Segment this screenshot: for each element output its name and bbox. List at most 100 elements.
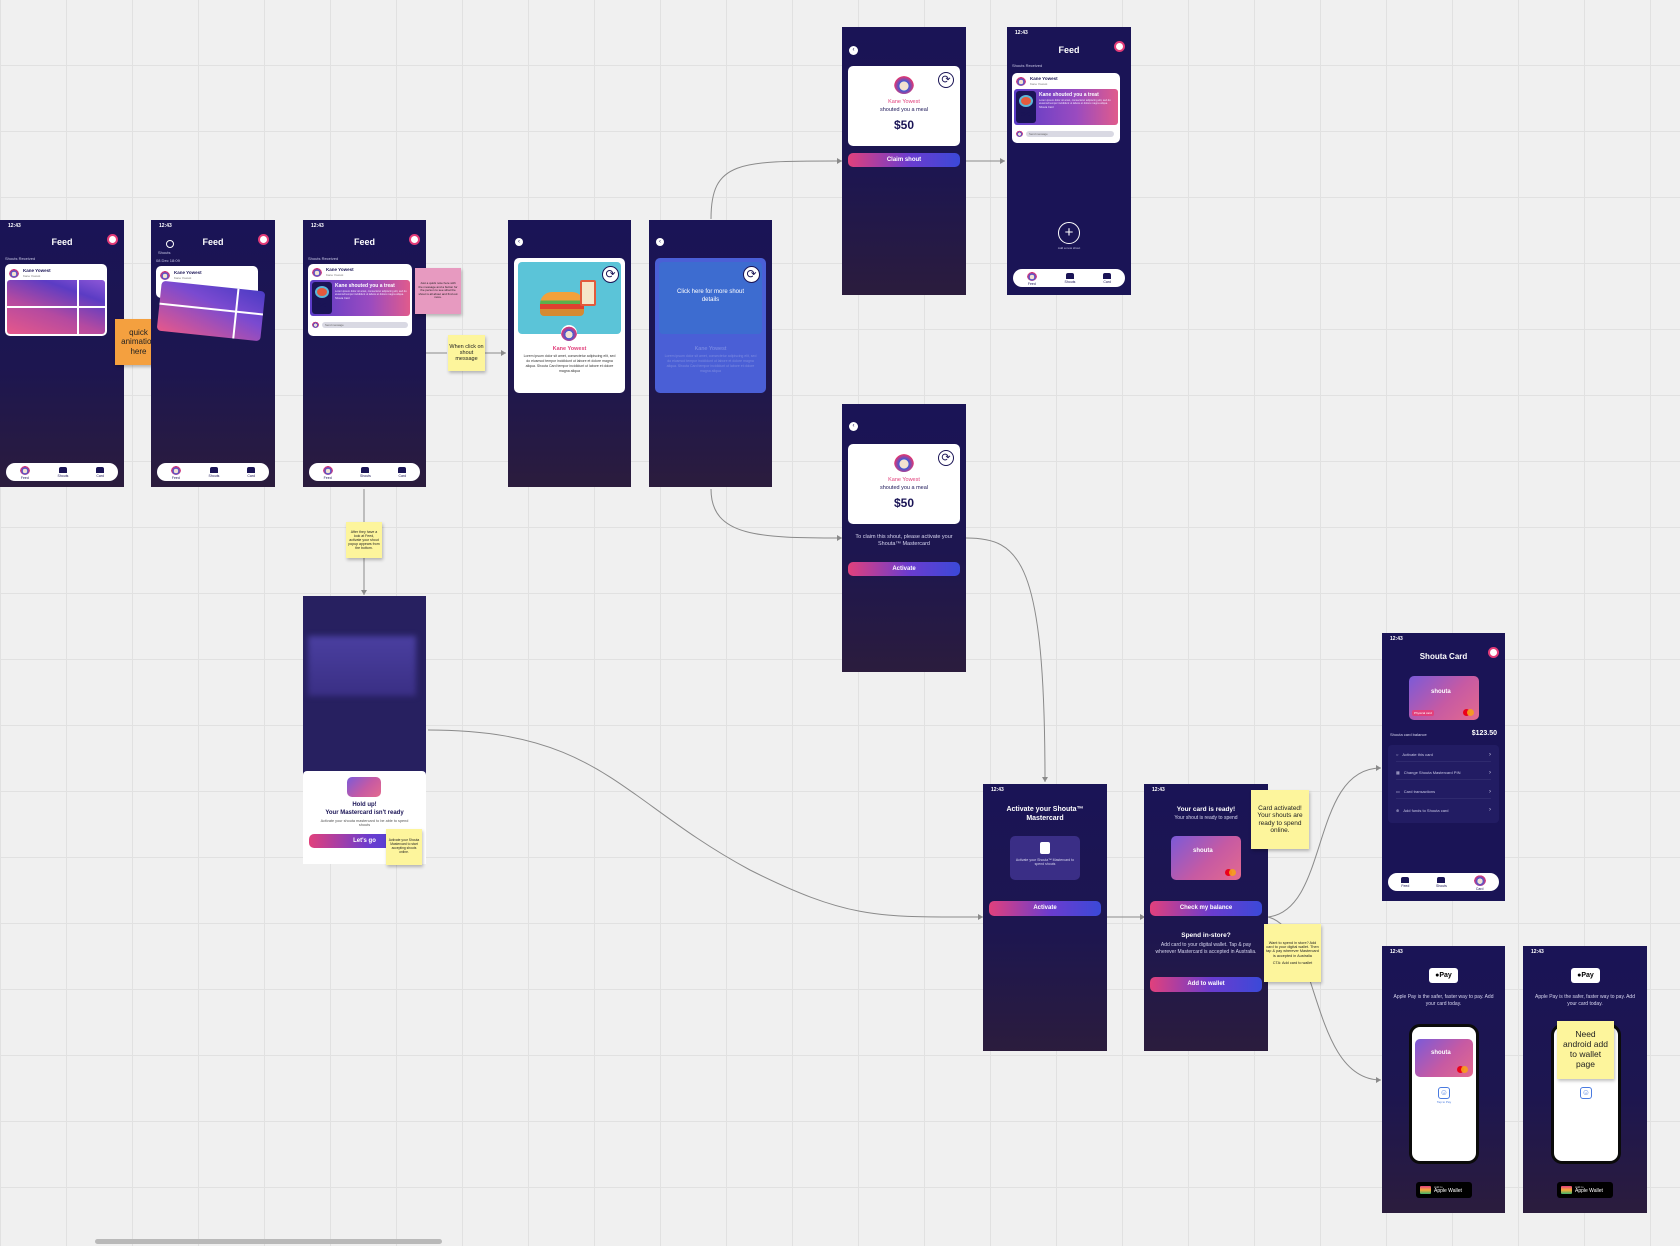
nav-feed[interactable]: Feed — [1027, 271, 1037, 286]
nav-shouts[interactable]: Shouts — [58, 467, 69, 478]
back-icon[interactable]: ‹ — [849, 422, 858, 431]
card-logo: shouta — [1431, 1050, 1451, 1056]
nav-feed[interactable]: Feed — [20, 465, 30, 480]
shout-message-banner[interactable]: $20 Kane shouted you a treat Lorem ipsum… — [1014, 89, 1118, 125]
blurred-feed — [308, 636, 416, 696]
nav-card-label: Card — [96, 474, 104, 478]
nav-card[interactable]: Card — [1474, 874, 1486, 891]
feed-subtitle: Shouts Received — [5, 256, 35, 261]
sticky-card-activated[interactable]: Card activated! Your shouts are ready to… — [1251, 790, 1309, 849]
camera-icon[interactable] — [107, 234, 118, 245]
claim-amount: $50 — [848, 118, 960, 132]
sticky-need-android[interactable]: Need android add to wallet page — [1557, 1021, 1614, 1079]
menu-item-activate[interactable]: ○Activate this card› — [1396, 748, 1491, 762]
menu-label: Add funds to Shouta card — [1403, 808, 1448, 813]
camera-icon[interactable] — [409, 234, 420, 245]
screen-feed-gift: 12:43 Feed Shouts Received Kane Yowest K… — [0, 220, 124, 487]
menu-item-pin[interactable]: ▦Change Shouta Mastercard PIN› — [1396, 766, 1491, 780]
card-icon — [96, 467, 104, 473]
nav-feed-label: Feed — [1401, 884, 1409, 888]
add-to-wallet-button[interactable]: Add to wallet — [1150, 977, 1262, 992]
shout-message-banner[interactable]: $20 Kane shouted you a treat Lorem ipsum… — [310, 280, 410, 316]
activate-button[interactable]: Activate — [989, 901, 1101, 916]
shout-info-icon — [166, 240, 174, 248]
feed-card[interactable]: Kane Yowest Kane Yowest $20 Kane shouted… — [1012, 73, 1120, 143]
apple-pay-label: Pay — [1581, 972, 1593, 979]
reply-avatar — [312, 321, 319, 328]
nav-feed[interactable]: Feed — [323, 465, 333, 480]
camera-icon[interactable] — [1488, 647, 1499, 658]
claim-text: shouted you a meal — [848, 107, 960, 113]
screen-title: Shouta Card — [1382, 652, 1505, 661]
nav-shouts[interactable]: Shouts — [1436, 877, 1447, 888]
check-balance-button[interactable]: Check my balance — [1150, 901, 1262, 916]
nav-card[interactable]: Card — [247, 467, 255, 478]
refresh-icon[interactable]: ⟳ — [602, 266, 619, 283]
feed-subtitle: Shouts Received — [1012, 63, 1042, 68]
card-logo: shouta — [1193, 848, 1213, 854]
refresh-icon[interactable]: ⟳ — [938, 72, 954, 88]
wallet-btn-label: Apple Wallet — [1575, 1189, 1603, 1194]
sender-name: Kane Yowest — [23, 268, 51, 273]
horizontal-scrollbar[interactable] — [95, 1239, 442, 1244]
status-time: 12:43 — [1531, 949, 1544, 955]
card-badge: Physical card — [1412, 710, 1434, 716]
card-icon — [398, 467, 406, 473]
nav-shouts[interactable]: Shouts — [360, 467, 371, 478]
activate-instruction: To claim this shout, please activate you… — [852, 534, 956, 548]
apple-pay-logo: ●Pay — [1429, 968, 1458, 983]
nav-card[interactable]: Card — [96, 467, 104, 478]
sticky-pink-note[interactable]: Just a quick note here with the message … — [415, 268, 461, 314]
nav-card[interactable]: Card — [398, 467, 406, 478]
phone-caption: Tap to Pay — [1412, 1100, 1476, 1104]
sticky-instore[interactable]: Want to spend in store? Add card to your… — [1264, 924, 1321, 982]
feed-avatar-icon — [323, 465, 333, 475]
menu-icon: ▦ — [1396, 770, 1400, 775]
nav-card-label: Card — [1103, 280, 1111, 284]
nav-card-label: Card — [247, 474, 255, 478]
back-icon[interactable]: ‹ — [656, 238, 664, 246]
feed-card[interactable]: Kane Yowest Kane Yowest $20 Kane shouted… — [308, 264, 412, 336]
nav-shouts[interactable]: Shouts — [1065, 273, 1076, 284]
claim-shout-button[interactable]: Claim shout — [848, 153, 960, 167]
apple-pay-label: Pay — [1439, 972, 1451, 979]
activate-button[interactable]: Activate — [848, 562, 960, 576]
sticky-when-click[interactable]: When click on shout message — [448, 335, 485, 371]
refresh-icon[interactable]: ⟳ — [938, 450, 954, 466]
camera-icon[interactable] — [1114, 41, 1125, 52]
shout-amount: $20 — [1016, 112, 1036, 118]
status-time: 12:43 — [159, 223, 172, 229]
camera-icon[interactable] — [258, 234, 269, 245]
sender-sub: Kane Yowest — [174, 276, 191, 280]
sticky-after-feed[interactable]: After they have a look at Feed, activate… — [346, 522, 382, 558]
feed-card[interactable]: Kane Yowest Kane Yowest — [5, 264, 107, 336]
shouta-mastercard[interactable]: shouta Physical card — [1409, 676, 1479, 720]
sender-sub: Kane Yowest — [1030, 82, 1047, 86]
send-message-input[interactable]: Send message — [1026, 131, 1114, 137]
nav-card[interactable]: Card — [1103, 273, 1111, 284]
nav-feed-label: Feed — [21, 476, 29, 480]
refresh-icon[interactable]: ⟳ — [743, 266, 760, 283]
wallet-icon — [1561, 1186, 1572, 1194]
menu-item-transactions[interactable]: ▭Card transactions› — [1396, 785, 1491, 799]
message-heading: Kane shouted you a treat — [335, 283, 395, 289]
menu-label: Change Shouta Mastercard PIN — [1404, 770, 1461, 775]
menu-item-add-funds[interactable]: ⊕Add funds to Shouta card› — [1396, 803, 1491, 817]
nav-feed[interactable]: Feed — [1401, 877, 1409, 888]
click-here-overlay[interactable]: Click here for more shout details — [669, 289, 752, 305]
send-message-input[interactable]: Send message — [322, 322, 408, 328]
add-shout-icon[interactable]: + — [1058, 222, 1080, 244]
back-icon[interactable]: ‹ — [515, 238, 523, 246]
sender-name: Kane Yowest — [1030, 76, 1058, 81]
add-to-apple-wallet-button[interactable]: Add to Apple Wallet — [1416, 1182, 1472, 1198]
nav-shouts[interactable]: Shouts — [209, 467, 220, 478]
nav-feed[interactable]: Feed — [171, 465, 181, 480]
screen-card-ready: 12:43 Your card is ready! Your shout is … — [1144, 784, 1268, 1051]
back-icon[interactable]: ‹ — [849, 46, 858, 55]
food-icon — [1019, 95, 1033, 107]
sticky-activate-small[interactable]: Activate your Shouta Mastercard to start… — [386, 829, 422, 865]
add-to-apple-wallet-button[interactable]: Add to Apple Wallet — [1557, 1182, 1613, 1198]
sender-sub: Kane Yowest — [23, 274, 40, 278]
screen-shout-detail-overlay: ‹ ⟳ Click here for more shout details Ka… — [649, 220, 772, 487]
detail-card-dimmed[interactable]: ⟳ Click here for more shout details Kane… — [655, 258, 766, 393]
